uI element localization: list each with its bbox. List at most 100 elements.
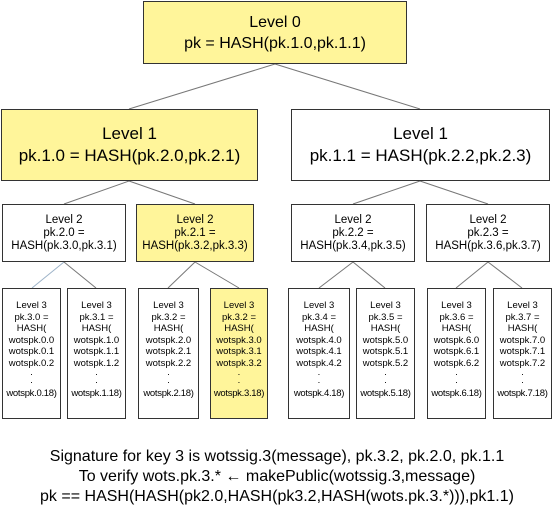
level3-ellipsis: . — [317, 367, 321, 378]
level3-last-item: wotspk.6.18) — [431, 388, 482, 399]
level3-item: wotspk.3.1 — [216, 346, 262, 357]
level3-last-item: wotspk.7.18) — [497, 388, 548, 399]
level3-node-2: Level 3 pk.3.2 = HASH( wotspk.2.0 wotspk… — [138, 288, 199, 419]
level3-item: wotspk.7.2 — [499, 357, 546, 369]
level3-ellipsis: . — [237, 375, 241, 386]
level3-name: pk.3.2 = — [151, 311, 186, 323]
level3-hash: HASH( — [153, 323, 184, 334]
level3-name: pk.3.2 = — [221, 311, 257, 323]
level3-title: Level 3 — [370, 300, 401, 311]
level0-formula: pk = HASH(pk.1.0,pk.1.1) — [184, 34, 366, 52]
level3-name: pk.3.1 = — [79, 311, 114, 323]
level3-ellipsis: . — [30, 367, 33, 378]
level3-ellipsis: . — [237, 367, 241, 378]
tree-edge — [419, 180, 489, 205]
level3-hash: HASH( — [370, 323, 401, 334]
level1-node-1: Level 1 pk.1.1 = HASH(pk.2.2,pk.2.3) — [291, 109, 550, 181]
level2-formula: HASH(pk.3.2,pk.3.3) — [142, 239, 248, 252]
level3-last-item: wotspk.2.18) — [143, 388, 194, 399]
level3-hash: HASH( — [441, 323, 472, 334]
level3-name: pk.3.5 = — [368, 311, 403, 323]
level3-title: Level 3 — [223, 300, 255, 311]
level3-node-4: Level 3 pk.3.4 = HASH( wotspk.4.0 wotspk… — [288, 288, 350, 419]
tree-edge — [63, 261, 97, 289]
level3-item: wotspk.2.1 — [145, 346, 192, 357]
level2-title: Level 2 — [45, 213, 83, 226]
level2-name: pk.2.0 = — [43, 226, 85, 239]
level3-title: Level 3 — [81, 300, 112, 311]
level3-item: wotspk.7.1 — [499, 346, 546, 357]
level2-formula: HASH(pk.3.6,pk.3.7) — [435, 239, 541, 252]
level3-ellipsis: . — [521, 375, 524, 386]
level3-ellipsis: . — [384, 375, 387, 386]
level2-node-3: Level 2 pk.2.3 = HASH(pk.3.6,pk.3.7) — [426, 204, 550, 262]
tree-edge — [352, 180, 421, 205]
level3-title: Level 3 — [16, 300, 47, 311]
level3-last-item: wotspk.1.18) — [71, 388, 122, 399]
level3-item: wotspk.4.2 — [296, 357, 342, 369]
level2-name: pk.2.2 = — [332, 226, 374, 239]
level2-title: Level 2 — [469, 213, 507, 226]
tree-edge — [318, 261, 354, 289]
level3-item: wotspk.0.2 — [8, 357, 55, 369]
tree-edge — [63, 180, 130, 205]
level3-hash: HASH( — [16, 323, 47, 334]
level3-ellipsis: . — [317, 375, 321, 386]
tree-edge — [487, 261, 523, 289]
level3-item: wotspk.0.1 — [8, 346, 55, 357]
level3-ellipsis: . — [455, 375, 458, 386]
level3-item: wotspk.5.2 — [362, 357, 409, 369]
level3-item: wotspk.5.1 — [362, 346, 409, 357]
level3-item: wotspk.1.0 — [73, 334, 120, 346]
level3-item: wotspk.1.2 — [73, 357, 120, 369]
level3-hash: HASH( — [304, 323, 334, 334]
level3-node-6: Level 3 pk.3.6 = HASH( wotspk.6.0 wotspk… — [427, 288, 486, 419]
level3-ellipsis: . — [95, 367, 98, 378]
level2-node-2: Level 2 pk.2.2 = HASH(pk.3.4,pk.3.5) — [291, 204, 415, 262]
level1-formula: pk.1.1 = HASH(pk.2.2,pk.2.3) — [309, 146, 532, 165]
level3-item: wotspk.5.0 — [362, 334, 409, 346]
level1-title: Level 1 — [393, 124, 448, 143]
level3-title: Level 3 — [153, 300, 184, 311]
level3-item: wotspk.7.0 — [499, 334, 546, 346]
level3-last-item: wotspk.5.18) — [360, 388, 411, 399]
level3-hash: HASH( — [507, 323, 538, 334]
caption-verify: To verify wots.pk.3.* ← makePublic(wotss… — [78, 468, 476, 485]
tree-edge — [455, 261, 489, 289]
level3-node-1: Level 3 pk.3.1 = HASH( wotspk.1.0 wotspk… — [67, 288, 126, 419]
level3-title: Level 3 — [303, 300, 335, 311]
level2-title: Level 2 — [334, 213, 372, 226]
level3-last-item: wotspk.4.18) — [293, 388, 345, 399]
level3-item: wotspk.6.0 — [433, 334, 480, 346]
level3-item: wotspk.4.1 — [296, 346, 342, 357]
level2-formula: HASH(pk.3.4,pk.3.5) — [300, 239, 406, 252]
level3-name: pk.3.0 = — [14, 311, 49, 323]
level2-formula: HASH(pk.3.0,pk.3.1) — [11, 239, 117, 252]
level3-item: wotspk.4.0 — [296, 334, 342, 346]
level2-name: pk.2.3 = — [467, 226, 509, 239]
level3-ellipsis: . — [30, 375, 33, 386]
level1-title: Level 1 — [102, 124, 157, 143]
level3-item: wotspk.2.2 — [145, 357, 192, 369]
level3-item: wotspk.6.1 — [433, 346, 480, 357]
level3-hash: HASH( — [81, 323, 112, 334]
tree-edge — [128, 180, 196, 205]
caption-check: pk == HASH(HASH(pk2.0,HASH(pk3.2,HASH(wo… — [40, 488, 514, 505]
level2-name: pk.2.1 = — [174, 226, 216, 239]
level1-node-0: Level 1 pk.1.0 = HASH(pk.2.0,pk.2.1) — [1, 109, 258, 181]
level3-item: wotspk.2.0 — [145, 334, 192, 346]
level3-title: Level 3 — [507, 300, 538, 311]
level3-name: pk.3.4 = — [301, 311, 337, 323]
level3-node-5: Level 3 pk.3.5 = HASH( wotspk.5.0 wotspk… — [356, 288, 415, 419]
level3-last-item: wotspk.3.18) — [213, 388, 265, 399]
level3-hash: HASH( — [224, 323, 254, 334]
level0-title: Level 0 — [249, 13, 301, 31]
level3-ellipsis: . — [167, 375, 170, 386]
tree-edge — [274, 63, 421, 110]
tree-edge — [31, 261, 65, 289]
level3-node-7: Level 3 pk.3.7 = HASH( wotspk.7.0 wotspk… — [493, 288, 552, 419]
tree-edge — [194, 261, 240, 289]
level3-name: pk.3.6 = — [439, 311, 474, 323]
tree-edge — [167, 261, 196, 289]
